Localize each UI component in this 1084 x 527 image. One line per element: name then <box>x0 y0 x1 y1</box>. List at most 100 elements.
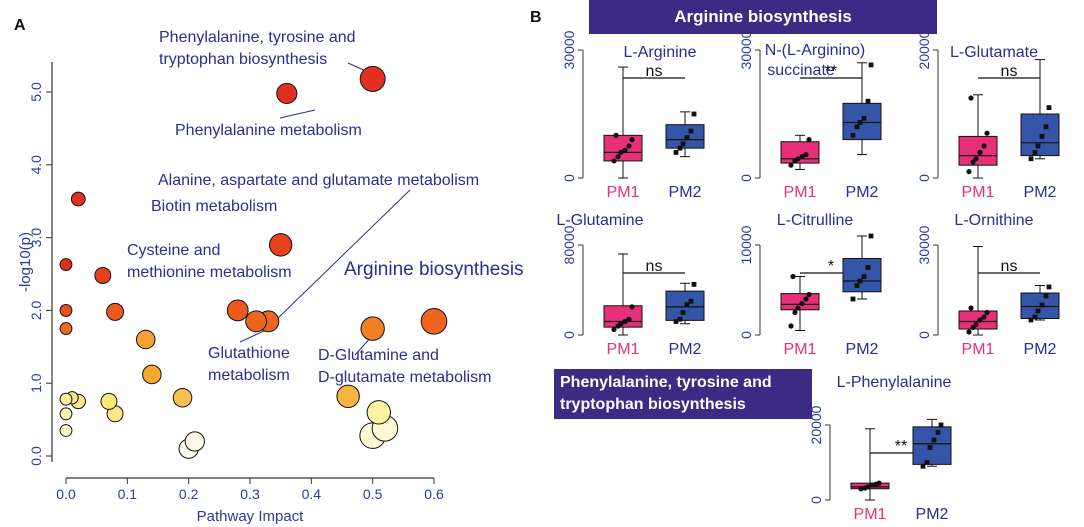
significance-label: ns <box>1001 63 1018 80</box>
boxplot-y-tick-label: 0 <box>561 174 577 182</box>
data-point <box>968 305 974 311</box>
data-point <box>611 158 617 164</box>
y-tick-label: 3.0 <box>28 228 44 248</box>
label-dgln-line2: D-glutamate metabolism <box>318 369 491 386</box>
x-tick-label: 0.2 <box>179 486 199 502</box>
significance-label: ns <box>646 63 663 80</box>
scatter-point <box>70 191 86 207</box>
data-point <box>1043 124 1049 130</box>
data-point <box>1039 302 1045 308</box>
data-point <box>1028 317 1034 323</box>
scatter-point <box>226 299 249 322</box>
group-label-pm1: PM1 <box>962 184 995 201</box>
data-point <box>629 137 635 143</box>
data-point <box>981 143 987 149</box>
scatter-point <box>184 431 205 452</box>
label-dgln-line1: D-Glutamine and <box>318 347 439 364</box>
label-cys-met-line2: methionine metabolism <box>127 264 292 281</box>
leader-line-glutathione <box>239 329 267 343</box>
box-pm1 <box>603 134 643 162</box>
data-point <box>1035 308 1041 314</box>
data-point <box>803 151 809 158</box>
boxplot-y-tick-label: 0 <box>916 174 932 182</box>
data-point <box>861 115 867 121</box>
data-point <box>869 482 875 488</box>
scatter-point <box>59 303 73 317</box>
data-point <box>984 130 990 136</box>
x-tick-label: 0.3 <box>240 486 260 502</box>
data-point <box>981 314 987 320</box>
scatter-point <box>366 400 391 425</box>
data-point <box>857 120 863 125</box>
data-point <box>618 149 624 155</box>
header-arginine-text: Arginine biosynthesis <box>674 7 852 26</box>
group-label-pm2: PM2 <box>1024 341 1057 358</box>
data-point <box>680 310 686 315</box>
group-label-pm2: PM2 <box>1024 184 1057 201</box>
data-point <box>1043 293 1049 299</box>
group-label-pm1: PM1 <box>962 341 995 358</box>
data-point <box>857 278 863 284</box>
y-axis-label: -log10(p) <box>17 232 34 292</box>
boxplot-y-tick-label: 80000 <box>561 225 577 264</box>
boxplot-title-line2: succinate <box>767 62 835 79</box>
data-point <box>973 156 979 162</box>
boxplot-y-tick-label: 0 <box>738 174 754 182</box>
scatter-point <box>142 364 162 385</box>
y-tick-label: 4.0 <box>28 155 44 175</box>
data-point <box>790 273 796 280</box>
significance-label: * <box>828 258 834 275</box>
data-point <box>865 484 871 490</box>
boxplot-y-tick-label: 20000 <box>916 30 932 69</box>
box-pm1 <box>780 293 820 311</box>
data-point <box>1032 314 1038 320</box>
data-point <box>788 162 794 168</box>
data-point <box>1032 150 1038 155</box>
y-ticks: 0.01.02.03.04.05.0 <box>28 82 52 466</box>
data-point <box>977 149 983 155</box>
data-point <box>868 62 874 68</box>
data-point <box>673 150 679 155</box>
label-ala-asp-glu: Alanine, aspartate and glutamate metabol… <box>158 172 479 189</box>
group-label-pm1: PM1 <box>784 184 817 201</box>
data-point <box>935 430 941 435</box>
data-point <box>973 321 979 328</box>
scatter-point <box>135 329 156 350</box>
data-point <box>938 422 944 428</box>
scatter-point <box>106 302 125 321</box>
label-phe-met: Phenylalanine metabolism <box>175 122 362 139</box>
data-point <box>924 460 930 465</box>
boxplot-title: L-Arginine <box>624 44 697 61</box>
scatter-points <box>59 65 448 459</box>
data-point <box>799 300 805 307</box>
group-label-pm1: PM1 <box>607 184 640 201</box>
panel-a-letter: A <box>14 17 26 34</box>
x-tick-label: 0.0 <box>56 486 76 502</box>
data-point <box>1035 143 1041 149</box>
data-point <box>611 326 617 332</box>
data-point <box>868 233 874 239</box>
x-axis-label: Pathway Impact <box>197 508 305 525</box>
data-point <box>673 319 679 324</box>
panel-b-letter: B <box>530 9 542 26</box>
data-point <box>677 316 683 322</box>
boxplot-title: L-Citrulline <box>777 212 854 229</box>
scatter-point <box>59 392 73 406</box>
boxplot-y-tick-label: 10000 <box>738 225 754 264</box>
data-point <box>795 305 801 311</box>
data-point <box>684 135 690 140</box>
scatter-point <box>94 266 112 284</box>
data-point <box>622 318 628 325</box>
data-point <box>850 296 856 302</box>
data-point <box>795 156 801 162</box>
data-point <box>626 316 632 322</box>
group-label-pm2: PM2 <box>669 184 702 201</box>
header-phe-tyr-trp: Phenylalanine, tyrosine and tryptophan b… <box>554 369 812 419</box>
data-point <box>984 309 990 316</box>
group-label-pm1: PM1 <box>607 341 640 358</box>
